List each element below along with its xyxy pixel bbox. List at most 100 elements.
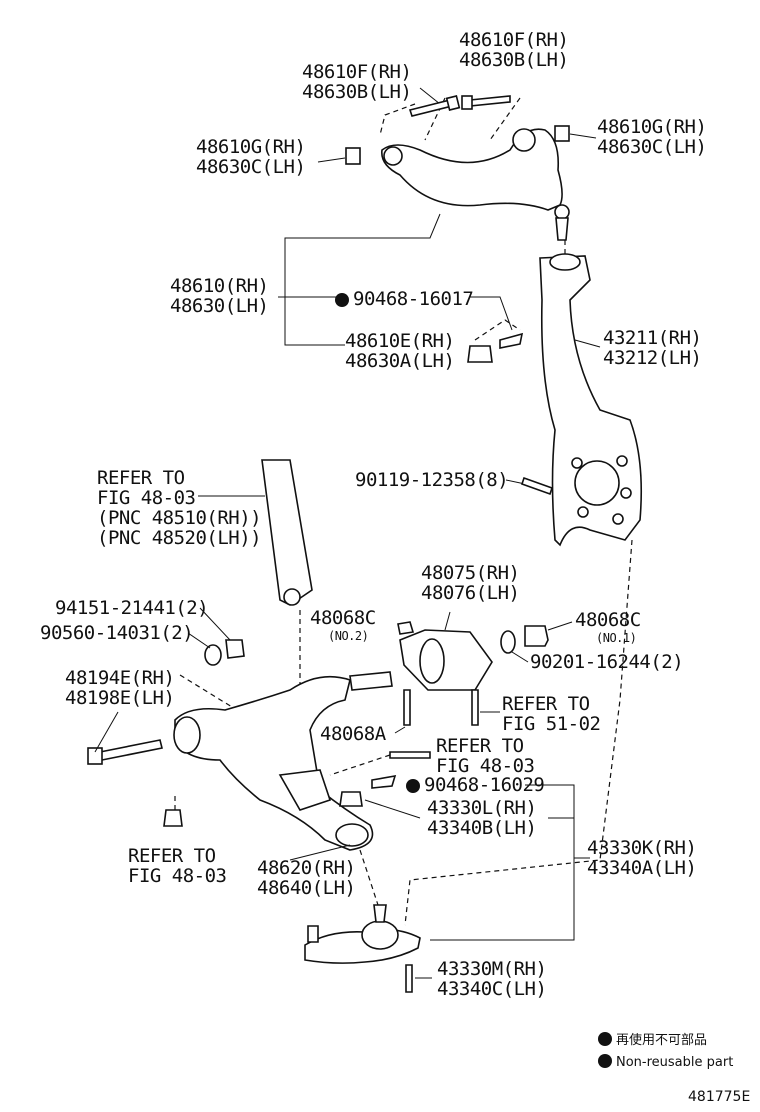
leader-line: [199, 607, 231, 641]
callout-upper-bolt-left: 48610F(RH) 48630B(LH): [302, 61, 412, 103]
knuckle-bolt-hole: [620, 487, 632, 499]
assembly-line: [474, 319, 521, 341]
non-reusable-dot: [406, 779, 420, 793]
callout-upper-ball-nut: 48610E(RH) 48630A(LH): [345, 330, 455, 372]
upper-arm-bushing-left: [383, 146, 403, 166]
assembly-line: [329, 754, 391, 776]
callout-nut-48068c-no1-tag: (NO.1): [596, 631, 637, 645]
callout-nut-48068c-no1: 48068C: [575, 609, 641, 631]
shock-absorber: [261, 459, 313, 606]
knuckle-bolt-hole: [612, 513, 624, 525]
lower-arm: [174, 675, 374, 851]
lower-bj-bolt: [405, 964, 413, 993]
lower-arm-bushing: [173, 716, 201, 754]
washer-90201: [500, 630, 516, 654]
assembly-line: [359, 849, 379, 906]
callout-refer-51-02: REFER TO FIG 51-02: [502, 693, 601, 735]
callout-nut-48068c-no2-tag: (NO.2): [328, 629, 369, 643]
callout-upper-nut-left: 48610G(RH) 48630C(LH): [196, 136, 306, 178]
callout-knuckle: 43211(RH) 43212(LH): [603, 327, 702, 369]
knuckle-bolt-hole: [571, 457, 583, 469]
knuckle-upper-bore: [549, 253, 581, 271]
lower-cam-bolt-head: [87, 747, 103, 765]
lower-arm-rear-mount: [278, 769, 332, 811]
callout-washer-90201: 90201-16244(2): [530, 651, 684, 673]
cotter-pin-upper: [499, 332, 524, 349]
nut-refer-48-03-left: [163, 809, 183, 827]
callout-lower-bj-bolt: 43330M(RH) 43340C(LH): [437, 958, 547, 1000]
leader-line: [430, 784, 575, 941]
knuckle-hub-bore: [574, 460, 620, 506]
upper-ball-stud: [555, 217, 569, 241]
leader-line: [419, 87, 441, 105]
leader-line: [364, 799, 421, 819]
legend-dot: [598, 1032, 612, 1046]
leader-line: [470, 296, 513, 331]
strut-bar-bushing-core: [419, 638, 445, 684]
callout-lower-arm: 48620(RH) 48640(LH): [257, 857, 356, 899]
cotter-pin-lower: [371, 774, 397, 789]
callout-bolt-48068a: 48068A: [320, 723, 386, 745]
bolt-refer-51-02: [471, 689, 479, 726]
callout-cotter-pin-lower: 90468-16029: [406, 775, 545, 795]
knuckle-bolt-hole: [616, 455, 628, 467]
non-reusable-dot: [335, 293, 349, 307]
legend-en: Non-reusable part: [598, 1053, 733, 1073]
lower-ball-nut: [339, 791, 363, 807]
lower-ball-stud-top: [349, 671, 393, 691]
assembly-line: [379, 103, 416, 136]
callout-refer-48-03-left: REFER TO FIG 48-03: [128, 845, 227, 887]
leader-line: [187, 632, 211, 649]
callout-upper-nut-right: 48610G(RH) 48630C(LH): [597, 116, 707, 158]
lower-cam-bolt: [99, 739, 163, 761]
lower-ball-joint-stud-2: [307, 925, 319, 943]
assembly-line: [424, 97, 446, 141]
leader-line: [444, 611, 451, 631]
nut-48068c-no2: [397, 621, 415, 635]
leader-line: [289, 844, 351, 861]
diagram-code: 481775E: [688, 1089, 751, 1105]
nut-94151: [225, 639, 245, 659]
callout-knuckle-bolt: 90119-12358(8): [355, 469, 509, 491]
knuckle-bolt-hole: [577, 506, 589, 518]
lower-ball-joint-boot: [361, 920, 399, 950]
upper-nut-left: [345, 147, 361, 165]
leader-line: [569, 133, 597, 139]
callout-cotter-pin-upper: 90468-16017: [335, 289, 474, 309]
leader-line: [511, 651, 529, 663]
callout-lower-bolt-cam: 48194E(RH) 48198E(LH): [65, 667, 175, 709]
upper-bolt-right: [461, 95, 511, 110]
bolt-48068a: [403, 689, 411, 726]
callout-refer-48-03-mid: REFER TO FIG 48-03: [436, 735, 535, 777]
callout-nut-94151: 94151-21441(2): [55, 597, 209, 619]
legend-dot: [598, 1054, 612, 1068]
bolt-refer-48-03: [389, 751, 431, 759]
shock-absorber-eye: [283, 588, 301, 606]
callout-washer-90560: 90560-14031(2): [40, 622, 194, 644]
leader-line: [547, 621, 573, 631]
callout-shock-refer: REFER TO FIG 48-03 (PNC 48510(RH)) (PNC …: [97, 467, 262, 549]
leader-line: [394, 726, 406, 734]
upper-ball-nut: [467, 345, 493, 363]
leader-line: [574, 339, 601, 348]
leader-line: [284, 213, 441, 346]
nut-48068c-no1: [524, 625, 549, 647]
callout-upper-bolt-right: 48610F(RH) 48630B(LH): [459, 29, 569, 71]
upper-arm-bushing-right: [512, 128, 536, 152]
knuckle-bolt: [520, 476, 554, 496]
upper-bolt-left: [408, 94, 461, 117]
callout-nut-48068c-no2: 48068C: [310, 607, 376, 629]
lower-arm-front-bushing: [335, 823, 369, 847]
leader-line: [317, 157, 346, 163]
strut-bar-bushing: [399, 629, 493, 691]
upper-ball-joint: [554, 204, 570, 220]
washer-90560: [204, 644, 222, 666]
callout-lower-ball-nut: 43330L(RH) 43340B(LH): [427, 797, 537, 839]
lower-ball-joint-stud: [373, 904, 387, 923]
callout-upper-arm: 48610(RH) 48630(LH): [170, 275, 269, 317]
legend-jp: 再使用不可部品: [598, 1031, 707, 1051]
callout-lower-ball-joint: 43330K(RH) 43340A(LH): [587, 837, 697, 879]
upper-nut-right: [554, 125, 570, 142]
leader-line: [94, 711, 119, 753]
